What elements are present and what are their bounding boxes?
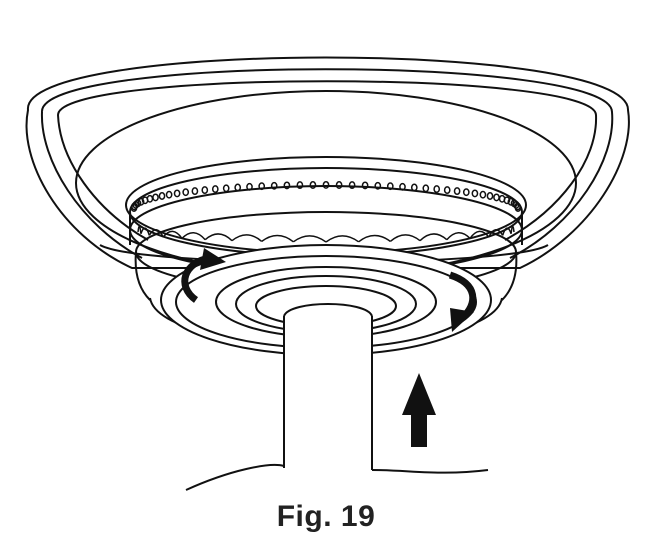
scallop (148, 229, 164, 238)
bead-dot (486, 192, 494, 200)
bead-dot (422, 184, 430, 193)
scallop (181, 231, 206, 241)
bead-dot (479, 190, 487, 199)
bead-dot (246, 182, 253, 191)
scallop (446, 231, 471, 241)
bead-dot (182, 188, 190, 197)
scallop (140, 227, 151, 236)
bead-dot (514, 204, 522, 212)
push-up-arrow-icon (402, 373, 436, 447)
bead-dot (201, 186, 209, 195)
scallop (488, 229, 504, 238)
scallop (325, 235, 360, 243)
scallop (137, 225, 142, 234)
bead-dot (462, 188, 470, 197)
bead-dot (503, 196, 511, 205)
bead-dot (158, 192, 166, 200)
bead-dot (137, 197, 145, 206)
bead-dot (222, 184, 230, 193)
scallop-trim (137, 225, 515, 243)
scallop (261, 234, 294, 243)
bead-dot (309, 181, 317, 189)
bead-dot (443, 186, 451, 195)
bead-dot (191, 187, 199, 196)
scallop (292, 235, 327, 243)
scallop (510, 225, 515, 234)
scallop (501, 227, 512, 236)
bead-dot (211, 185, 219, 194)
bead-dot (322, 180, 330, 189)
bead-dot (471, 189, 479, 198)
bead-dot (410, 183, 418, 192)
downrod (283, 303, 373, 470)
bead-dot (258, 182, 266, 191)
bead-dot (399, 182, 406, 191)
bead-dot (361, 181, 369, 190)
scallop (162, 230, 183, 239)
bead-dot (152, 193, 159, 202)
bead-dot (234, 183, 242, 192)
scallop (419, 233, 448, 242)
scallop (469, 230, 490, 239)
lower-collar (149, 244, 503, 356)
bead-dot (335, 181, 343, 189)
bead-dot (348, 181, 356, 190)
rotate-arrow-right-icon (448, 271, 477, 332)
bead-dot (453, 187, 461, 196)
bead-dot (173, 189, 181, 198)
bead-dot (165, 190, 173, 199)
bead-dot (374, 181, 382, 190)
bead-dots (130, 180, 522, 212)
scallop (358, 234, 391, 243)
cutoff-line (185, 464, 489, 491)
decorative-ring (125, 156, 527, 301)
bead-dot (433, 185, 441, 194)
bead-dot (386, 182, 394, 191)
scallop (231, 234, 263, 242)
bead-dot (296, 181, 304, 190)
figure-caption: Fig. 19 (276, 500, 376, 533)
rotate-arrow-left-icon (181, 248, 226, 303)
scallop (204, 233, 233, 242)
scallop (389, 234, 421, 242)
bead-dot (283, 181, 291, 190)
bead-dot (270, 181, 278, 190)
